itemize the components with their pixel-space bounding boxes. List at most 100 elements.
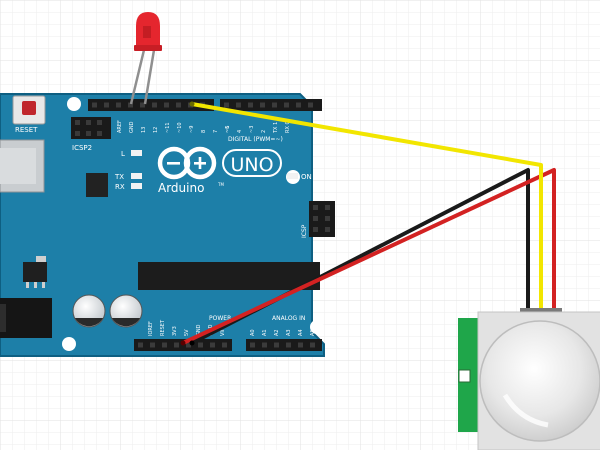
pir-potentiometer [458, 369, 471, 383]
wire-end [180, 340, 186, 346]
icsp-header [309, 201, 335, 237]
digital-pin-socket[interactable] [92, 102, 97, 108]
analog-label: ANALOG IN [272, 315, 305, 322]
pir-dome [479, 320, 600, 442]
digital-pin-label: 7 [213, 130, 219, 133]
wire-end [189, 101, 195, 107]
voltage-regulator [23, 256, 47, 288]
power-pin-socket[interactable] [174, 342, 179, 348]
power-pin-socket[interactable] [162, 342, 167, 348]
power-pin-socket[interactable] [150, 342, 155, 348]
led-rim [134, 45, 162, 51]
power-jack [0, 298, 52, 338]
on-led-label: ON [301, 173, 312, 181]
pir-dome-highlight [502, 393, 549, 428]
power-pin-label: VIN [220, 327, 226, 336]
analog-pin-label: A5 [310, 329, 316, 336]
board-pcb [0, 93, 325, 357]
digital-pin-label: ~9 [189, 126, 195, 133]
microcontroller-chip [138, 262, 320, 290]
power-pin-socket[interactable] [222, 342, 227, 348]
digital-pin-socket[interactable] [284, 102, 289, 108]
arduino-brand-text: Arduino [158, 181, 204, 195]
digital-label: DIGITAL (PWM=~) [228, 136, 283, 143]
digital-pin-socket[interactable] [272, 102, 277, 108]
power-pin-label: IOREF [148, 321, 154, 336]
rx-led [131, 183, 142, 189]
led-leg-anode [143, 49, 156, 105]
tx-led-label: TX [114, 173, 124, 181]
digital-pin-socket[interactable] [296, 102, 301, 108]
power-label: POWER [209, 315, 231, 322]
analog-pin-label: A0 [250, 329, 256, 336]
digital-header-left [88, 99, 214, 111]
icsp2-label: ICSP2 [72, 144, 92, 152]
digital-pin-label: GND [129, 121, 135, 133]
digital-pin-socket[interactable] [248, 102, 253, 108]
analog-pin-socket[interactable] [310, 342, 315, 348]
led-inner [143, 26, 151, 38]
analog-pin-socket[interactable] [298, 342, 303, 348]
power-jack-face [0, 304, 6, 332]
digital-pin-socket[interactable] [308, 102, 313, 108]
digital-pin-socket[interactable] [152, 102, 157, 108]
l-led [131, 150, 142, 156]
digital-pin-socket[interactable] [176, 102, 181, 108]
analog-header [246, 339, 322, 351]
icsp-label: ICSP [301, 224, 308, 238]
usb-chip [86, 173, 108, 197]
digital-pin-label: 4 [237, 130, 243, 133]
digital-pin-label: ~11 [165, 122, 171, 133]
digital-pin-socket[interactable] [224, 102, 229, 108]
digital-pin-socket[interactable] [104, 102, 109, 108]
digital-header-right [220, 99, 322, 111]
uno-model-text: UNO [230, 154, 273, 176]
reset-label: RESET [15, 126, 38, 134]
reset-button-cap [22, 101, 36, 115]
power-pin-socket[interactable] [138, 342, 143, 348]
digital-pin-label: RX 0 [285, 121, 291, 133]
power-pin-label: 3V3 [172, 326, 178, 336]
icsp2-header [71, 117, 111, 139]
analog-pin-label: A3 [286, 329, 292, 336]
mounting-hole [67, 97, 81, 111]
digital-pin-socket[interactable] [140, 102, 145, 108]
power-pin-label: GND [196, 324, 202, 336]
digital-pin-label: ~6 [225, 126, 231, 133]
analog-pin-label: A1 [262, 329, 268, 336]
digital-pin-socket[interactable] [236, 102, 241, 108]
analog-pin-socket[interactable] [250, 342, 255, 348]
power-pin-socket[interactable] [210, 342, 215, 348]
digital-pin-label: 2 [261, 130, 267, 133]
analog-pin-socket[interactable] [262, 342, 267, 348]
pir-sensor [458, 308, 600, 450]
wire-yellow [191, 102, 543, 312]
wire-end [189, 340, 195, 346]
power-pin-label: 5V [184, 329, 190, 336]
rx-led-label: RX [115, 183, 125, 191]
digital-pin-socket[interactable] [164, 102, 169, 108]
power-pin-label: RESET [160, 319, 166, 336]
wire-red [182, 168, 556, 345]
power-pin-socket[interactable] [186, 342, 191, 348]
usb-connector-inner [0, 148, 36, 184]
digital-pin-socket[interactable] [128, 102, 133, 108]
trademark-text: TM [217, 182, 224, 187]
uno-badge [222, 149, 282, 177]
digital-pin-label: 8 [201, 130, 207, 133]
on-led [287, 173, 298, 179]
digital-pin-socket[interactable] [260, 102, 265, 108]
digital-pin-label: AREF [117, 120, 123, 133]
digital-pin-socket[interactable] [116, 102, 121, 108]
analog-pin-socket[interactable] [286, 342, 291, 348]
red-led [129, 12, 162, 105]
analog-pin-label: A2 [274, 329, 280, 336]
power-pin-socket[interactable] [198, 342, 203, 348]
analog-pin-label: A4 [298, 329, 304, 336]
analog-pin-socket[interactable] [274, 342, 279, 348]
digital-pin-label: 12 [153, 127, 159, 133]
arduino-infinity-logo [157, 146, 217, 180]
digital-pin-label: ~5 [225, 126, 231, 133]
